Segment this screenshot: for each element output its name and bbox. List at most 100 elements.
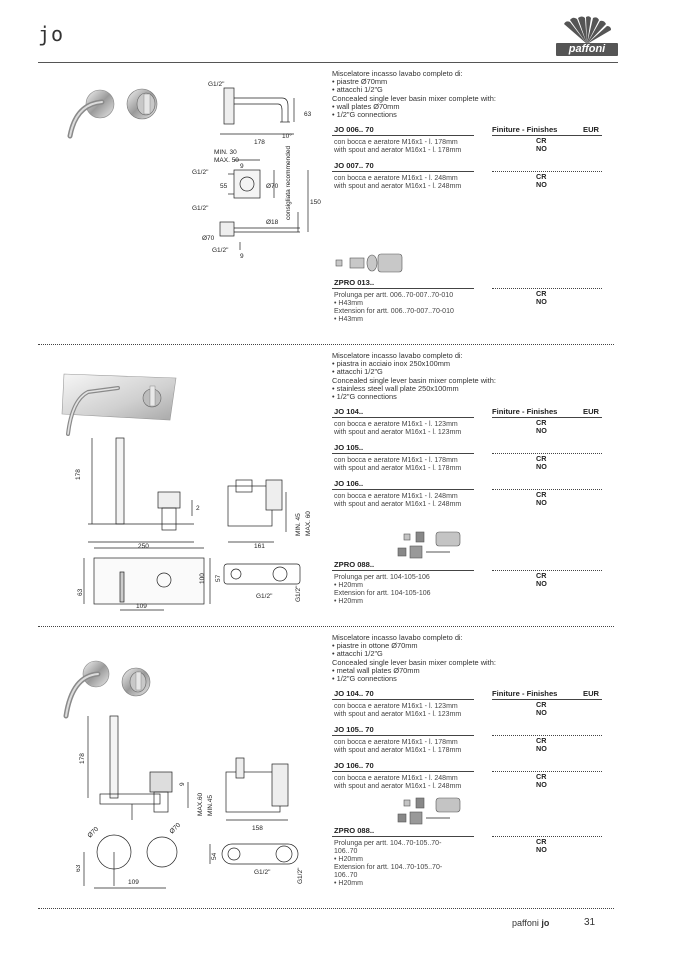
- extension-line: • H43mm: [334, 300, 363, 307]
- dim-70b: Ø70: [202, 235, 215, 242]
- dim-max: MAX. 60: [305, 511, 312, 536]
- product-code: JO 007.. 70: [334, 161, 374, 170]
- intro-line: Concealed single lever basin mixer compl…: [332, 375, 496, 385]
- intro-line: • piastra in acciaio inox 250x100mm: [332, 359, 451, 369]
- extension-code: ZPRO 088..: [334, 826, 375, 835]
- logo-fan-icon: [564, 16, 611, 44]
- item-rule: [332, 699, 474, 700]
- section-2-text: Miscelatore incasso lavabo completo di: …: [332, 351, 604, 401]
- item-rule: [332, 417, 474, 418]
- page-number: 31: [584, 917, 596, 928]
- extension-line: Prolunga per artt. 006..70-007..70-010: [334, 292, 454, 299]
- intro-line: Miscelatore incasso lavabo completo di:: [332, 351, 463, 360]
- item-rule: [332, 171, 474, 172]
- finishes-header: Finiture - Finishes: [492, 125, 558, 134]
- brand-logo: paffoni: [556, 16, 618, 56]
- finishes-header: Finiture - Finishes: [492, 407, 558, 416]
- item-rule: [492, 453, 602, 454]
- dim-conn-b: G1/2": [297, 867, 304, 884]
- intro-line: • stainless steel wall plate 250x100mm: [332, 383, 459, 393]
- item-rule: [332, 288, 474, 289]
- dim-18: Ø18: [266, 219, 279, 226]
- extension-code: ZPRO 013..: [334, 278, 375, 287]
- product-code: JO 105..: [334, 443, 364, 452]
- finish-code: CR: [536, 700, 547, 709]
- item-rule: [332, 135, 474, 136]
- dim-conn-a: G1/2": [208, 81, 225, 88]
- dim-250: 250: [138, 543, 149, 550]
- section-divider: [38, 626, 614, 627]
- finish-code: NO: [536, 708, 547, 717]
- item-rule: [332, 735, 474, 736]
- extension-drawing-2: [394, 530, 466, 560]
- finish-code: NO: [536, 426, 547, 435]
- dim-conn-d: G1/2": [212, 247, 229, 254]
- finish-code: CR: [536, 172, 547, 181]
- intro-line: • 1/2"G connections: [332, 674, 397, 684]
- dim-161: 161: [254, 543, 265, 550]
- intro-line: • piastre in ottone Ø70mm: [332, 641, 418, 651]
- item-rule: [332, 453, 474, 454]
- dim-178: 178: [75, 469, 82, 480]
- dim-2: 2: [196, 505, 200, 512]
- product-photo-2: [60, 370, 180, 440]
- dim-recommended: consigliata recommended: [285, 146, 292, 220]
- extension-line: • H20mm: [334, 582, 363, 589]
- finish-code: CR: [536, 136, 547, 145]
- section-divider: [38, 908, 614, 909]
- dim-109: 109: [136, 603, 147, 610]
- product-photo-3: [60, 658, 160, 720]
- product-desc-it: con bocca e aeratore M16x1 - l. 123mm: [334, 703, 458, 710]
- finish-code: NO: [536, 180, 547, 189]
- intro-line: Miscelatore incasso lavabo completo di:: [332, 69, 463, 78]
- item-rule: [492, 417, 602, 418]
- dim-min: MIN.45: [207, 795, 214, 816]
- series-title: jo: [38, 22, 65, 46]
- product-desc-en: with spout and aerator M16x1 - l. 248mm: [334, 501, 462, 508]
- header-rule: [38, 62, 618, 63]
- product-desc-it: con bocca e aeratore M16x1 - l. 178mm: [334, 739, 458, 746]
- item-rule: [492, 735, 602, 736]
- finish-code: CR: [536, 736, 547, 745]
- dim-min: MIN. 45: [295, 513, 302, 536]
- item-rule: [492, 699, 602, 700]
- price-header: EUR: [583, 407, 600, 416]
- extension-line: 106..70: [334, 872, 358, 879]
- extension-line: • H20mm: [334, 880, 363, 887]
- dim-spout-178: 178: [254, 139, 265, 146]
- dim-70: Ø70: [266, 183, 279, 190]
- product-desc-en: with spout and aerator M16x1 - l. 178mm: [334, 747, 462, 754]
- finish-code: CR: [536, 454, 547, 463]
- product-photo-1: [62, 84, 172, 144]
- section-1-intro: Miscelatore incasso lavabo completo di: …: [332, 69, 604, 120]
- section-3-text: Miscelatore incasso lavabo completo di: …: [332, 633, 604, 684]
- item-rule: [492, 570, 602, 571]
- item-rule: [492, 489, 602, 490]
- dim-max: MAX.60: [197, 792, 204, 816]
- product-desc-it: con bocca e aeratore M16x1 - l. 123mm: [334, 421, 458, 428]
- dim-conn-a: G1/2": [256, 593, 273, 600]
- dim-conn-a: G1/2": [254, 869, 271, 876]
- intro-line: Concealed single lever basin mixer compl…: [332, 657, 496, 667]
- dim-63: 63: [76, 864, 82, 872]
- technical-drawing-2: 178 2 161 MIN. 45 MAX. 60 250 63 100 109…: [74, 436, 324, 616]
- extension-code: ZPRO 088..: [334, 560, 375, 569]
- product-desc-it: con bocca e aeratore M16x1 - l. 248mm: [334, 175, 458, 182]
- finish-code: NO: [536, 780, 547, 789]
- section-divider: [38, 344, 614, 345]
- dim-57: 57: [215, 574, 222, 582]
- item-rule: [332, 771, 474, 772]
- brand-wordmark: paffoni: [556, 43, 618, 56]
- product-desc-it: con bocca e aeratore M16x1 - l. 178mm: [334, 139, 458, 146]
- intro-line: • 1/2"G connections: [332, 110, 397, 120]
- product-code: JO 006.. 70: [334, 125, 374, 134]
- dim-178: 178: [79, 753, 86, 764]
- item-rule: [332, 489, 474, 490]
- dim-150: 150: [310, 199, 321, 206]
- dim-100: 100: [199, 573, 206, 584]
- intro-line: Concealed single lever basin mixer compl…: [332, 93, 496, 103]
- dim-158: 158: [252, 825, 263, 832]
- finish-code: NO: [536, 144, 547, 153]
- product-code: JO 105.. 70: [334, 725, 374, 734]
- footer-series: jo: [541, 918, 550, 928]
